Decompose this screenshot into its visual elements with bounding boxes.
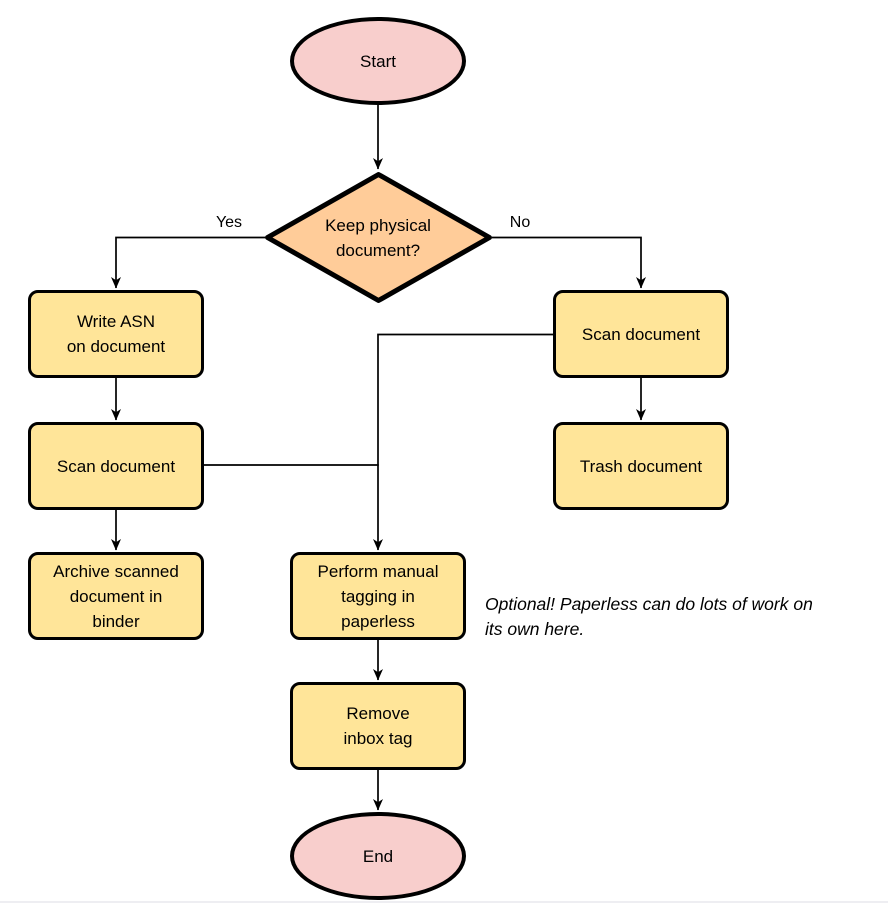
node-remove-inbox-tag-label: Remove inbox tag [343,704,413,748]
edge-label-yes: Yes [215,214,243,231]
edge-label-no: No [509,214,531,231]
edge-decision-no [492,236,646,289]
node-scan-document-discard-label: Scan document [581,324,701,344]
node-scan-document-keep-label: Scan document [56,456,176,476]
decision-diamond-shape [265,172,492,303]
node-archive-document-label: Archive scanned document in binder [53,561,179,631]
node-remove-inbox-tag: Remove inbox tag [290,682,466,770]
node-write-asn: Write ASN on document [28,290,204,378]
node-scan-document-discard: Scan document [553,290,729,378]
edge-scandiscard-to-tagging [373,333,553,551]
node-decision-label: Keep physical document? [325,216,431,260]
optional-note: Optional! Paperless can do lots of work … [485,594,813,639]
node-trash-document-label: Trash document [579,456,703,476]
page-bottom-divider [0,901,888,903]
node-start: Start [290,17,466,105]
node-start-label: Start [360,51,396,71]
node-manual-tagging: Perform manual tagging in paperless [290,552,466,640]
node-write-asn-label: Write ASN on document [66,312,166,356]
edge-decision-yes [111,236,265,289]
node-trash-document: Trash document [553,422,729,510]
node-end-label: End [362,846,394,866]
node-archive-document: Archive scanned document in binder [28,552,204,640]
node-end: End [290,812,466,900]
node-manual-tagging-label: Perform manual tagging in paperless [317,561,439,631]
node-scan-document-keep: Scan document [28,422,204,510]
